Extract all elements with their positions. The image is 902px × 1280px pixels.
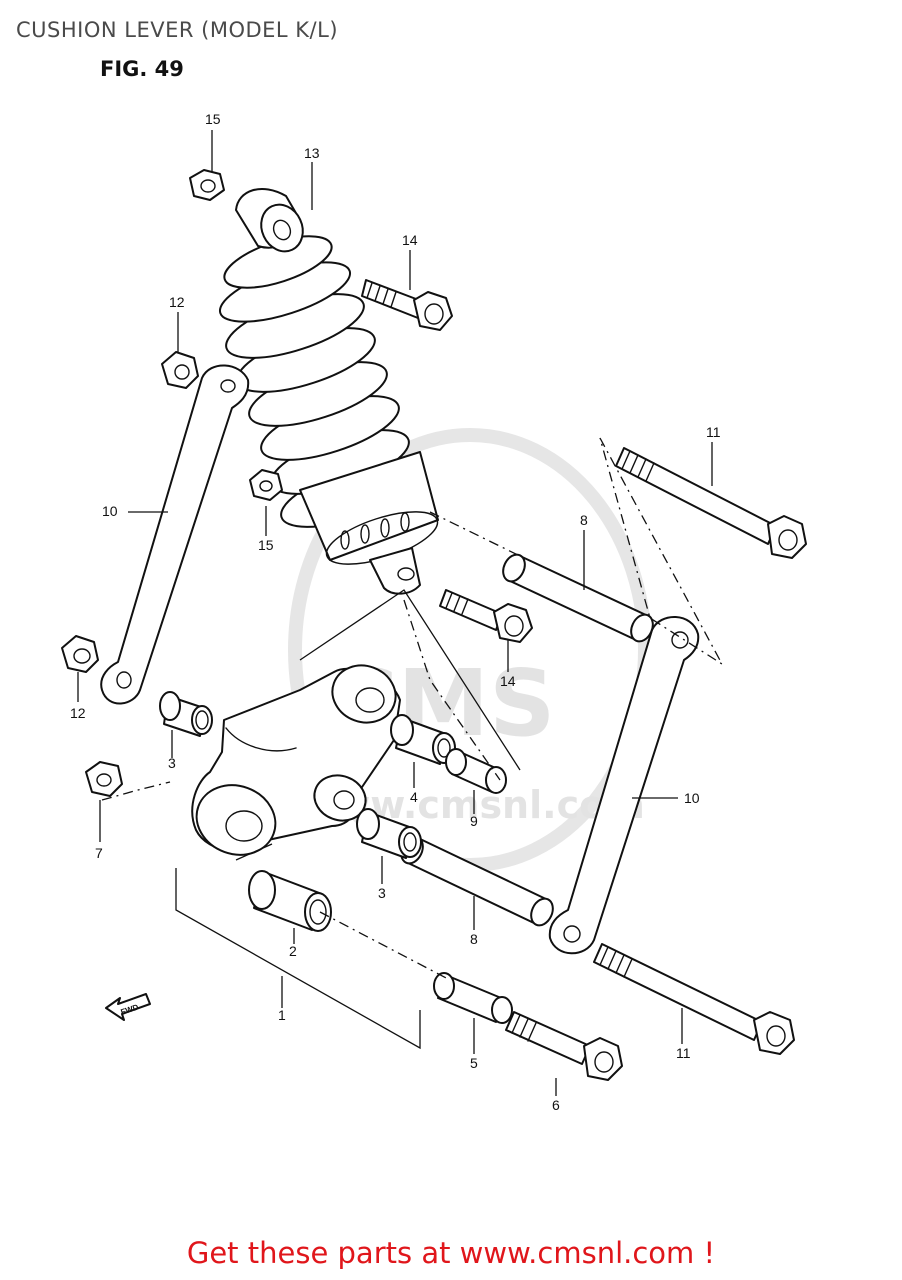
spacer-5 (433, 972, 513, 1024)
bolt-14-lower (439, 589, 533, 643)
callout-4: 4 (410, 789, 418, 805)
shock-lower-body (299, 451, 439, 561)
callout-13: 13 (304, 145, 320, 161)
callout-14: 14 (402, 232, 418, 248)
rear-shock-absorber (218, 187, 439, 595)
footer-link-text[interactable]: Get these parts at www.cmsnl.com ! (186, 1236, 716, 1270)
bolt-6 (505, 1011, 623, 1081)
callout-10: 10 (684, 790, 700, 806)
callout-8: 8 (470, 931, 478, 947)
callout-15: 15 (258, 537, 274, 553)
bolt-11-lower (593, 943, 795, 1055)
cushion-rod-10-right (548, 616, 700, 955)
spacer-8-upper (502, 553, 654, 643)
callout-11: 11 (676, 1045, 691, 1061)
bearing-3-right (356, 808, 422, 859)
page-title: CUSHION LEVER (MODEL K/L) (16, 18, 339, 42)
bolt-11-upper (615, 447, 807, 559)
parts-diagram: CMS www.cmsnl.com (61, 111, 807, 1113)
fwd-arrow-icon: FWD (105, 993, 151, 1021)
callout-14: 14 (500, 673, 516, 689)
bearing-2 (248, 870, 332, 932)
cushion-rod-10-left (100, 364, 250, 705)
leader-lines (77, 130, 713, 1096)
callout-7: 7 (95, 845, 103, 861)
figure-label: FIG. 49 (100, 57, 184, 81)
nut-7 (85, 761, 123, 797)
footer-link[interactable]: Get these parts at www.cmsnl.com ! (0, 1236, 902, 1270)
callout-9: 9 (470, 813, 478, 829)
callout-5: 5 (470, 1055, 478, 1071)
callout-1: 1 (278, 1007, 286, 1023)
bearing-3-left (159, 691, 213, 737)
callout-15: 15 (205, 111, 221, 127)
bolt-14-upper (361, 279, 453, 331)
callout-6: 6 (552, 1097, 560, 1113)
bearing-4 (390, 714, 456, 765)
nut-12-lower (61, 635, 99, 673)
callout-2: 2 (289, 943, 297, 959)
nut-15-upper (189, 169, 225, 201)
callout-11: 11 (706, 424, 721, 440)
assembly-lines (101, 437, 724, 1050)
callout-3: 3 (378, 885, 386, 901)
nut-12-upper (161, 351, 199, 389)
callout-12: 12 (70, 705, 86, 721)
spacer-9 (445, 748, 507, 794)
callout-3: 3 (168, 755, 176, 771)
callout-12: 12 (169, 294, 185, 310)
cushion-lever-1 (191, 664, 401, 856)
callout-10: 10 (102, 503, 118, 519)
callout-8: 8 (580, 512, 588, 528)
callouts: 15 13 14 12 11 10 8 15 14 12 3 4 10 9 7 … (70, 111, 721, 1113)
shock-lower-eye (369, 547, 421, 595)
nut-15-lower (249, 469, 283, 501)
